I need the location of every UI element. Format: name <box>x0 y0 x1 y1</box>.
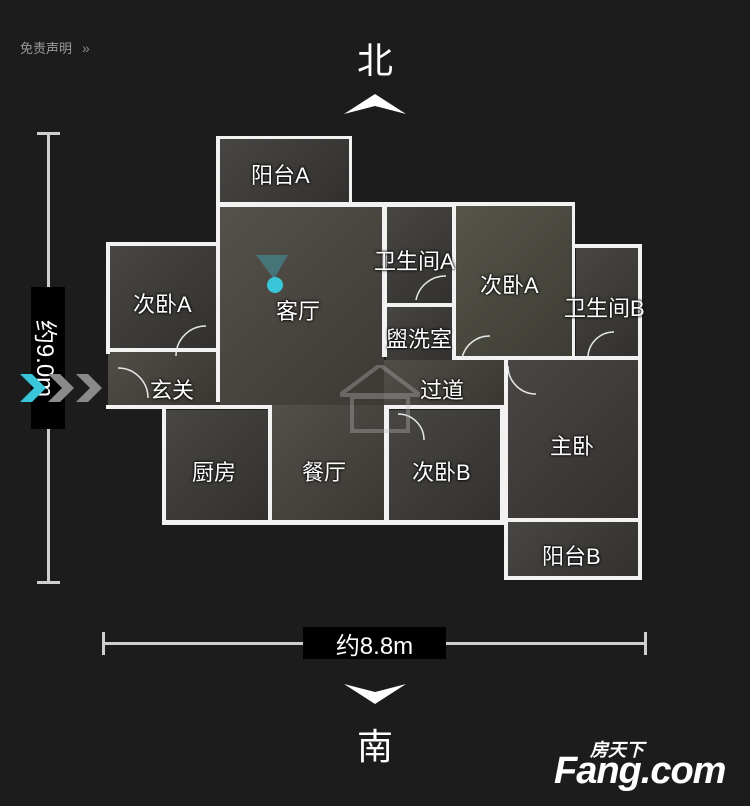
room-kitchen[interactable] <box>164 410 270 522</box>
room-foyer[interactable] <box>108 350 220 408</box>
chevron-down-icon <box>344 684 406 704</box>
room-label-bedroom2-a: 次卧A <box>480 273 539 298</box>
wall <box>162 405 166 525</box>
south-label: 南 <box>356 727 393 768</box>
wall <box>349 136 352 206</box>
wall <box>106 242 220 246</box>
room-label-living: 客厅 <box>276 299 321 324</box>
horizontal-dimension-cap-left <box>102 632 105 655</box>
entry-arrows-icon <box>20 374 102 402</box>
room-bedroom2-a[interactable] <box>454 205 574 357</box>
wall <box>216 136 352 139</box>
wall <box>384 303 454 307</box>
wall <box>454 202 574 206</box>
room-label-balcony-b: 阳台B <box>542 544 601 569</box>
room-label-hallway: 过道 <box>420 378 465 403</box>
disclaimer-label: 免责声明 <box>20 41 73 56</box>
room-label-kitchen: 厨房 <box>192 460 237 485</box>
wall <box>454 356 640 360</box>
watermark-house-icon <box>340 365 420 433</box>
wall <box>268 405 272 523</box>
room-hallway[interactable] <box>384 360 510 406</box>
wall <box>216 202 220 402</box>
horizontal-dimension-badge: 约8.8m <box>303 627 446 660</box>
double-chevron-right-icon: » <box>82 39 90 56</box>
room-label-bathroom-b: 卫生间B <box>564 296 645 321</box>
room-bedroom2-a-left[interactable] <box>108 245 216 350</box>
camera-position-icon[interactable] <box>267 277 283 293</box>
wall <box>504 360 508 580</box>
wall <box>500 405 504 523</box>
room-bedroom2-b[interactable] <box>388 410 502 522</box>
vertical-dimension-cap-bottom <box>37 581 60 584</box>
room-label-wash: 盥洗室 <box>386 327 453 352</box>
wall <box>106 348 220 352</box>
wall <box>106 405 272 409</box>
room-label-bedroom2-a-left: 次卧A <box>133 292 192 317</box>
wall <box>572 202 575 360</box>
room-label-master: 主卧 <box>550 434 595 459</box>
wall <box>638 244 642 580</box>
wall <box>382 202 387 357</box>
room-wash[interactable] <box>386 305 454 360</box>
room-label-bathroom-a: 卫生间A <box>374 249 455 274</box>
room-label-dining: 餐厅 <box>302 460 347 485</box>
room-dining[interactable] <box>270 405 384 522</box>
room-bathroom-b[interactable] <box>576 246 640 356</box>
disclaimer-link[interactable]: 免责声明 » <box>20 38 90 57</box>
wall <box>384 405 389 523</box>
vertical-dimension-cap-top <box>37 132 60 135</box>
horizontal-dimension-cap-right <box>644 632 647 655</box>
logo-main: Fang.com <box>554 750 726 792</box>
wall <box>162 520 508 525</box>
room-bathroom-a[interactable] <box>386 205 454 305</box>
vertical-dimension-badge: 约9.0m <box>31 287 65 429</box>
logo-chinese: 房天下 <box>590 740 644 760</box>
chevron-up-icon <box>344 94 406 114</box>
room-balcony-a[interactable] <box>218 137 350 203</box>
wall <box>216 136 220 206</box>
north-label: 北 <box>356 41 393 82</box>
wall <box>452 202 456 360</box>
horizontal-dimension-text: 约8.8m <box>335 632 414 660</box>
wall <box>504 576 642 580</box>
wall <box>216 202 456 207</box>
room-label-balcony-a: 阳台A <box>251 163 310 188</box>
fang-logo: 房天下 Fang.com <box>554 738 744 794</box>
room-master[interactable] <box>508 360 640 520</box>
room-label-bedroom2-b: 次卧B <box>412 460 471 485</box>
wall <box>504 518 642 522</box>
room-balcony-b[interactable] <box>506 522 640 578</box>
wall <box>572 244 642 248</box>
camera-fov-icon <box>256 255 288 279</box>
room-living[interactable] <box>220 205 384 405</box>
room-label-foyer: 玄关 <box>150 378 195 403</box>
wall <box>384 405 508 409</box>
wall <box>106 242 110 354</box>
